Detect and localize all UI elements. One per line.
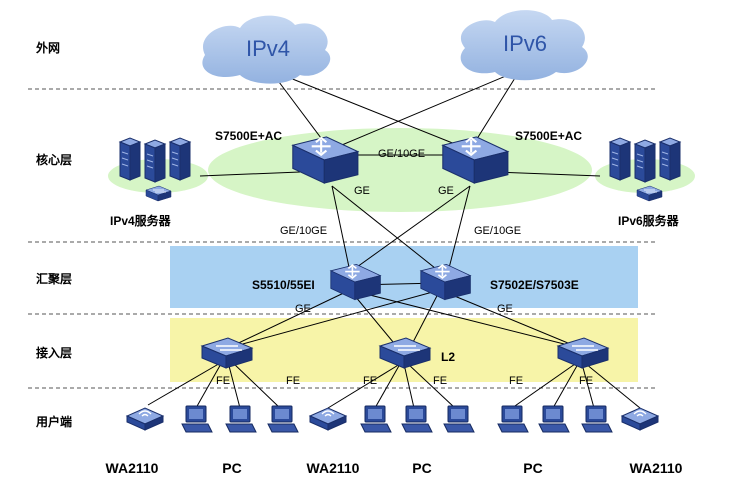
ipv6-cloud-label: IPv6: [503, 31, 547, 56]
aggregation-band: [170, 246, 638, 308]
fe-label-6: FE: [579, 375, 593, 387]
ipv6-server-group: [609, 137, 681, 202]
layer-label-user: 用户端: [35, 414, 72, 429]
fe-label-4: FE: [433, 375, 447, 387]
bottom-label-3: WA2110: [307, 460, 360, 476]
core-right-down-label: GE: [438, 185, 454, 197]
user-devices: [126, 405, 659, 433]
pc-2: [225, 405, 257, 433]
layer-label-access: 接入层: [36, 345, 72, 360]
bottom-label-2: PC: [222, 460, 241, 476]
bottom-label-4: PC: [412, 460, 431, 476]
core-interlink-label: GE/10GE: [378, 148, 425, 160]
layer-label-external: 外网: [36, 40, 60, 55]
aggregation-left-uplink-label: GE/10GE: [280, 225, 327, 237]
ipv4-cloud: IPv4: [202, 15, 331, 84]
fe-label-3: FE: [363, 375, 377, 387]
bottom-label-6: WA2110: [630, 460, 683, 476]
pc-5: [401, 405, 433, 433]
access-left-uplink-label: GE: [295, 303, 311, 315]
links: [147, 69, 641, 409]
ipv6-cloud: IPv6: [460, 10, 588, 81]
pc-4: [360, 405, 392, 433]
bottom-label-5: PC: [523, 460, 542, 476]
access-right-uplink-label: GE: [497, 303, 513, 315]
core-switch-left-label: S7500E+AC: [215, 129, 282, 143]
fe-label-1: FE: [216, 375, 230, 387]
core-switch-right-label: S7500E+AC: [515, 129, 582, 143]
ipv4-cloud-label: IPv4: [246, 36, 290, 61]
fe-label-5: FE: [509, 375, 523, 387]
ipv4-server-label: IPv4服务器: [110, 213, 172, 228]
layer-label-aggregation: 汇聚层: [36, 272, 72, 286]
pc-7: [497, 405, 529, 433]
aggregation-switch-right-label: S7502E/S7503E: [490, 278, 579, 292]
aggregation-switch-left-label: S5510/55EI: [252, 278, 315, 292]
ap-3: [621, 407, 659, 431]
ipv6-server-label: IPv6服务器: [618, 213, 680, 228]
ipv4-server-group: [119, 137, 191, 202]
bottom-label-1: WA2110: [106, 460, 159, 476]
pc-9: [581, 405, 613, 433]
ap-1: [126, 407, 164, 431]
core-left-down-label: GE: [354, 185, 370, 197]
aggregation-right-uplink-label: GE/10GE: [474, 225, 521, 237]
layer-label-core: 核心层: [36, 152, 72, 167]
fe-label-2: FE: [286, 375, 300, 387]
pc-8: [538, 405, 570, 433]
pc-6: [443, 405, 475, 433]
pc-3: [267, 405, 299, 433]
access-middle-label: L2: [441, 350, 455, 364]
pc-1: [181, 405, 213, 433]
ap-2: [309, 407, 347, 431]
